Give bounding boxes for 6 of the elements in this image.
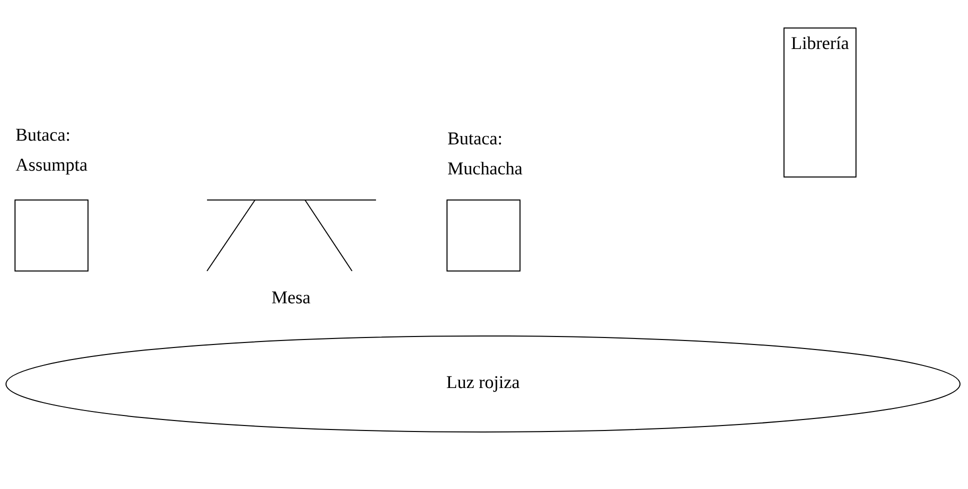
armchair-box: Butaca: Muchacha: [446, 132, 522, 272]
node-label: Butaca: Assumpta: [16, 128, 88, 174]
bookcase-box: Librería: [784, 28, 856, 178]
armchair-box: Butaca: Assumpta: [14, 128, 89, 272]
node-label: Butaca: Muchacha: [448, 132, 522, 174]
table-drawing: Mesa: [206, 200, 376, 304]
